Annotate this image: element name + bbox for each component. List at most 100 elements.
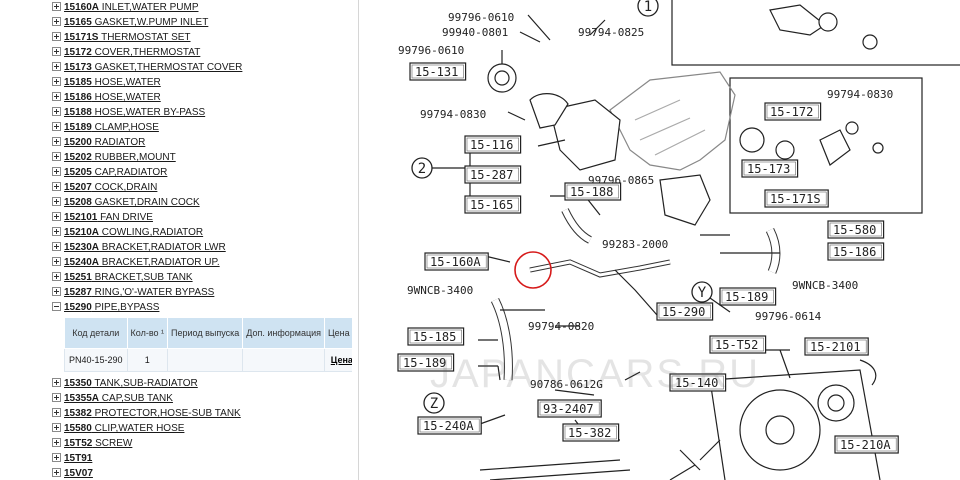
- part-code[interactable]: 15290: [64, 302, 92, 313]
- tree-item[interactable]: 15T52 SCREW: [52, 436, 352, 451]
- tree-item[interactable]: 15240A BRACKET,RADIATOR UP.: [52, 255, 352, 270]
- part-code[interactable]: 15T91: [64, 453, 93, 464]
- tree-item[interactable]: 15230A BRACKET,RADIATOR LWR: [52, 240, 352, 255]
- part-number-label[interactable]: 99794-0830: [827, 88, 893, 101]
- expand-icon[interactable]: [52, 91, 61, 101]
- tree-item[interactable]: 15165 GASKET,W.PUMP INLET: [52, 15, 352, 30]
- part-label[interactable]: 15-186: [833, 245, 876, 259]
- part-name[interactable]: HOSE,WATER: [91, 92, 161, 103]
- part-number-label[interactable]: 99794-0830: [420, 108, 486, 121]
- expand-icon[interactable]: [52, 121, 61, 131]
- part-label[interactable]: 15-131: [415, 65, 458, 79]
- tree-item[interactable]: 15T91: [52, 451, 352, 466]
- part-code[interactable]: 15355A: [64, 393, 100, 404]
- expand-icon[interactable]: [52, 211, 61, 221]
- part-label[interactable]: 15-580: [833, 223, 876, 237]
- part-label[interactable]: 93-2407: [543, 402, 594, 416]
- part-name[interactable]: PROTECTOR,HOSE-SUB TANK: [91, 408, 241, 419]
- part-label[interactable]: 15-165: [470, 198, 513, 212]
- part-code[interactable]: 15202: [64, 152, 92, 163]
- tree-item[interactable]: 15173 GASKET,THERMOSTAT COVER: [52, 60, 352, 75]
- part-name[interactable]: CAP,RADIATOR: [91, 167, 168, 178]
- tree-item[interactable]: 15186 HOSE,WATER: [52, 90, 352, 105]
- part-code[interactable]: 15287: [64, 287, 92, 298]
- expand-icon[interactable]: [52, 422, 61, 432]
- part-name[interactable]: BRACKET,SUB TANK: [91, 272, 193, 283]
- expand-icon[interactable]: [52, 166, 61, 176]
- expand-icon[interactable]: [52, 377, 61, 387]
- expand-icon[interactable]: [52, 196, 61, 206]
- part-label[interactable]: 15-171S: [770, 192, 821, 206]
- part-label[interactable]: 15-140: [675, 376, 718, 390]
- expand-icon[interactable]: [52, 407, 61, 417]
- part-code[interactable]: 15210A: [64, 227, 100, 238]
- part-name[interactable]: FAN DRIVE: [97, 212, 153, 223]
- expand-icon[interactable]: [52, 136, 61, 146]
- part-label[interactable]: 15-188: [570, 185, 613, 199]
- part-label[interactable]: 15-290: [662, 305, 705, 319]
- collapse-icon[interactable]: [52, 301, 61, 311]
- part-code[interactable]: 15173: [64, 62, 92, 73]
- part-code[interactable]: 15350: [64, 378, 92, 389]
- expand-icon[interactable]: [52, 106, 61, 116]
- part-code[interactable]: 15208: [64, 197, 92, 208]
- part-label[interactable]: 15-2101: [810, 340, 861, 354]
- tree-item[interactable]: 15V07: [52, 466, 352, 480]
- expand-icon[interactable]: [52, 437, 61, 447]
- part-number-label[interactable]: 99940-0801: [442, 26, 508, 39]
- tree-item[interactable]: 15189 CLAMP,HOSE: [52, 120, 352, 135]
- part-name[interactable]: RING,'O'-WATER BYPASS: [91, 287, 215, 298]
- expand-icon[interactable]: [52, 31, 61, 41]
- tree-item[interactable]: 152101 FAN DRIVE: [52, 210, 352, 225]
- part-name[interactable]: CLIP,WATER HOSE: [91, 423, 185, 434]
- tree-item[interactable]: 15290 PIPE,BYPASS: [52, 300, 352, 315]
- part-number-label[interactable]: 99794-0820: [528, 320, 594, 333]
- part-name[interactable]: COWLING,RADIATOR: [99, 227, 204, 238]
- tree-item[interactable]: 15205 CAP,RADIATOR: [52, 165, 352, 180]
- part-label[interactable]: 15-185: [413, 330, 456, 344]
- part-code[interactable]: 15172: [64, 47, 92, 58]
- tree-item[interactable]: 15251 BRACKET,SUB TANK: [52, 270, 352, 285]
- tree-item[interactable]: 15172 COVER,THERMOSTAT: [52, 45, 352, 60]
- tree-item[interactable]: 15202 RUBBER,MOUNT: [52, 150, 352, 165]
- tree-item[interactable]: 15580 CLIP,WATER HOSE: [52, 421, 352, 436]
- part-code[interactable]: 15T52: [64, 438, 93, 449]
- part-code[interactable]: 15186: [64, 92, 92, 103]
- part-name[interactable]: BRACKET,RADIATOR UP.: [99, 257, 220, 268]
- part-code[interactable]: 15207: [64, 182, 92, 193]
- tree-item[interactable]: 15355A CAP,SUB TANK: [52, 391, 352, 406]
- expand-icon[interactable]: [52, 1, 61, 11]
- part-code[interactable]: 15200: [64, 137, 92, 148]
- part-name[interactable]: SCREW: [92, 438, 133, 449]
- expand-icon[interactable]: [52, 151, 61, 161]
- part-name[interactable]: GASKET,THERMOSTAT COVER: [91, 62, 243, 73]
- expand-icon[interactable]: [52, 467, 61, 477]
- part-code[interactable]: 152101: [64, 212, 98, 223]
- part-number-label[interactable]: 99796-0610: [398, 44, 464, 57]
- tree-item[interactable]: 15160A INLET,WATER PUMP: [52, 0, 352, 15]
- part-label[interactable]: 15-189: [725, 290, 768, 304]
- part-name[interactable]: THERMOSTAT SET: [98, 32, 191, 43]
- part-code[interactable]: 15382: [64, 408, 92, 419]
- part-name[interactable]: HOSE,WATER BY-PASS: [91, 107, 206, 118]
- part-label[interactable]: 15-160A: [430, 255, 481, 269]
- part-number-label[interactable]: 90786-0612G: [530, 378, 603, 391]
- price-link[interactable]: Цена: [330, 355, 352, 365]
- tree-item[interactable]: 15287 RING,'O'-WATER BYPASS: [52, 285, 352, 300]
- part-code[interactable]: 15160A: [64, 2, 100, 13]
- part-label[interactable]: 15-173: [747, 162, 790, 176]
- part-name[interactable]: COCK,DRAIN: [91, 182, 158, 193]
- part-number-label[interactable]: 9WNCB-3400: [407, 284, 473, 297]
- tree-item[interactable]: 15210A COWLING,RADIATOR: [52, 225, 352, 240]
- part-name[interactable]: RUBBER,MOUNT: [91, 152, 176, 163]
- part-code[interactable]: 15189: [64, 122, 92, 133]
- expand-icon[interactable]: [52, 392, 61, 402]
- expand-icon[interactable]: [52, 46, 61, 56]
- part-number-label[interactable]: 99796-0614: [755, 310, 822, 323]
- expand-icon[interactable]: [52, 16, 61, 26]
- part-number-label[interactable]: 99283-2000: [602, 238, 668, 251]
- part-name[interactable]: TANK,SUB-RADIATOR: [91, 378, 198, 389]
- part-code[interactable]: 15165: [64, 17, 92, 28]
- tree-item[interactable]: 15207 COCK,DRAIN: [52, 180, 352, 195]
- part-name[interactable]: RADIATOR: [91, 137, 146, 148]
